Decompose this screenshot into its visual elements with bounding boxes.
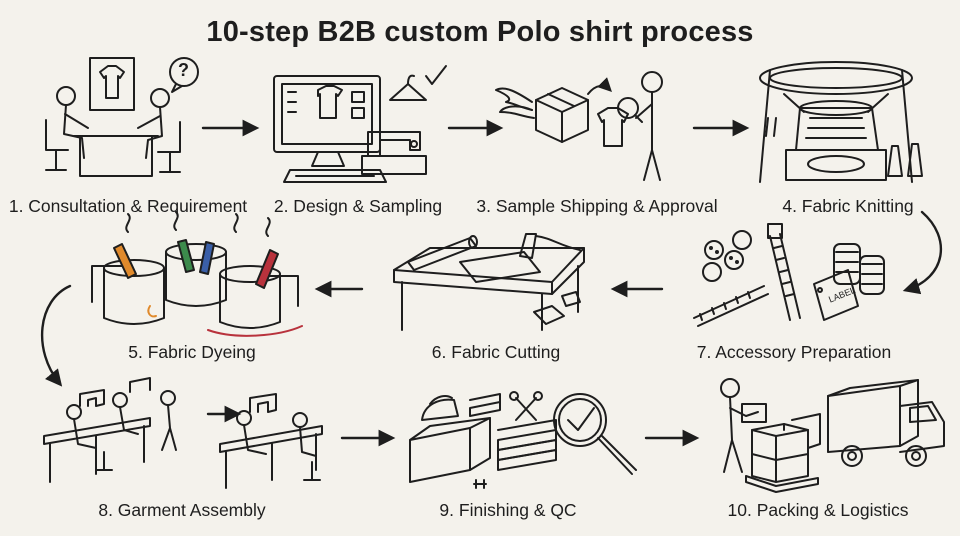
step-8-label: 8. Garment Assembly <box>98 500 266 520</box>
step-10-label: 10. Packing & Logistics <box>727 500 909 520</box>
dye-vats-icon <box>92 212 302 336</box>
step-2-label: 2. Design & Sampling <box>273 196 443 216</box>
arrow-5-to-8 <box>42 286 70 387</box>
knitting-machine-icon <box>760 62 922 182</box>
finishing-qc-icon <box>410 392 636 488</box>
label-tag-text: LABEL <box>827 285 857 305</box>
accessories-icon <box>694 224 884 326</box>
step-5-label: 5. Fabric Dyeing <box>128 342 256 362</box>
step-7-label: 7. Accessory Preparation <box>696 342 892 362</box>
speech-bubble-question: ? <box>178 60 189 80</box>
step-4-label: 4. Fabric Knitting <box>782 196 914 216</box>
step-9-label: 9. Finishing & QC <box>439 500 577 520</box>
step-6-label: 6. Fabric Cutting <box>431 342 561 362</box>
step-1-label: 1. Consultation & Requirement <box>8 196 248 216</box>
page-title: 10-step B2B custom Polo shirt process <box>206 16 754 48</box>
cutting-table-icon <box>394 234 584 330</box>
sample-shipping-icon <box>496 72 662 180</box>
truck-icon <box>721 379 944 492</box>
step-3-label: 3. Sample Shipping & Approval <box>476 196 718 216</box>
sewing-workers-icon <box>44 378 322 488</box>
consultation-icon <box>46 58 198 176</box>
arrow-4-to-7 <box>902 212 941 295</box>
flow-arrows <box>42 119 941 447</box>
design-sampling-icon <box>274 66 446 182</box>
